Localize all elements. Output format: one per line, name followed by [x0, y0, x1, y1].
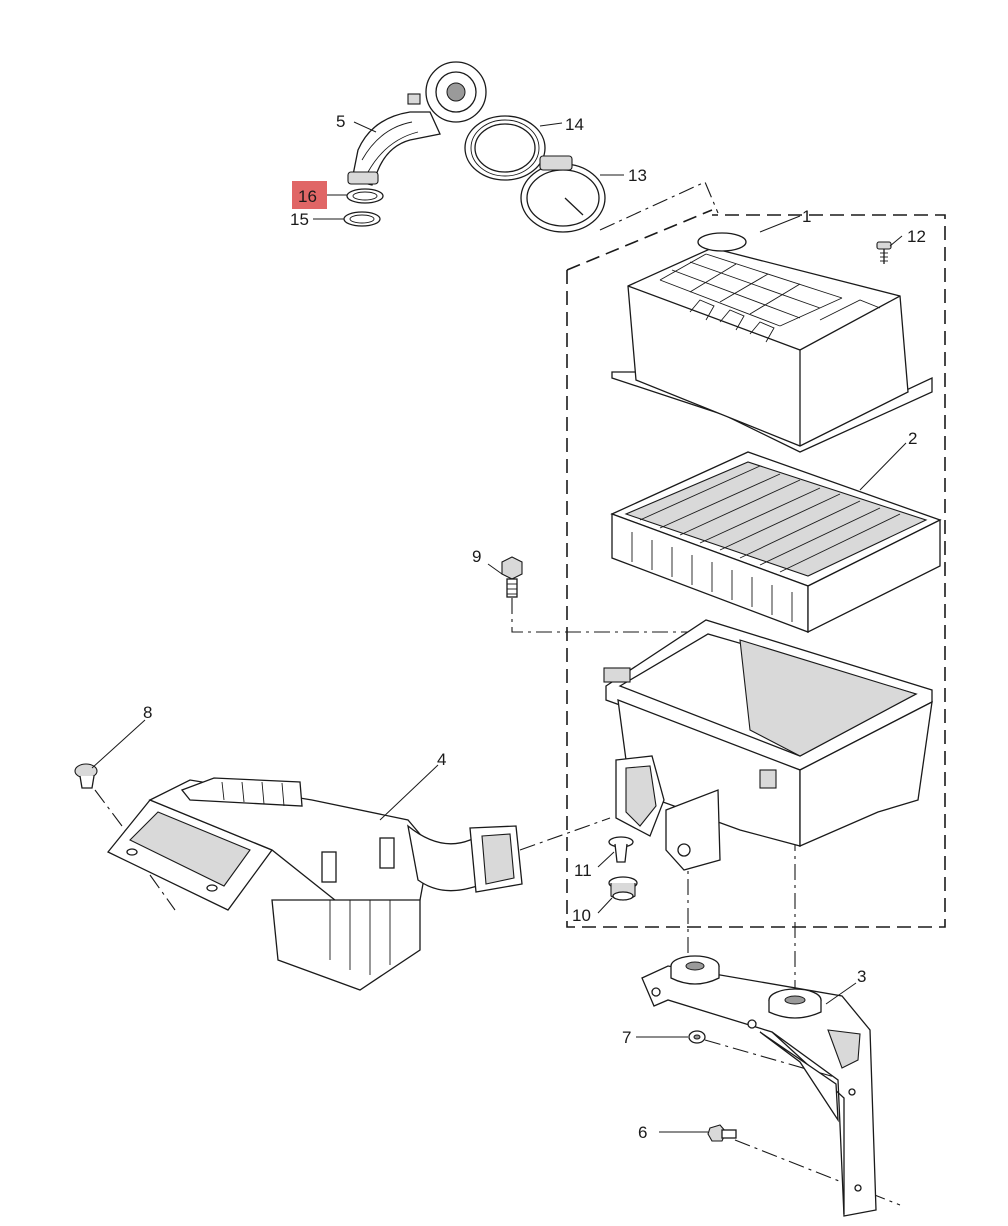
bolt-9: [501, 556, 523, 598]
push-clip-8: [74, 763, 98, 789]
washer-7: [688, 1030, 706, 1044]
filter-housing-cover: [611, 232, 933, 453]
filter-housing-tray: [603, 619, 933, 871]
grommet-10: [608, 876, 638, 901]
duct-ribs: [221, 781, 285, 807]
pin-11: [608, 836, 634, 863]
callout-7: 7: [622, 1028, 631, 1047]
callout-11: 11: [574, 861, 592, 880]
small-ring-16: [346, 188, 384, 204]
screw-12: [876, 241, 892, 264]
callout-13: 13: [628, 166, 647, 185]
callout-1: 1: [802, 207, 811, 226]
filter-pleats: [631, 465, 901, 622]
small-ring-15: [343, 211, 381, 227]
callout-16: 16: [298, 187, 317, 206]
mounting-bracket: [641, 955, 877, 1217]
assembly-group-outline: [566, 209, 946, 928]
filter-element: [610, 451, 942, 634]
hose-clamp: [520, 155, 606, 233]
cover-rib-grid: [659, 253, 881, 343]
callout-6: 6: [638, 1123, 647, 1142]
callout-10: 10: [572, 906, 591, 925]
callout-15: 15: [290, 210, 309, 229]
bolt-6: [707, 1124, 737, 1142]
callout-16-highlight: [292, 181, 327, 209]
callout-8: 8: [143, 703, 152, 722]
callout-14: 14: [565, 115, 584, 134]
callout-9: 9: [472, 547, 481, 566]
intake-hose: [347, 61, 487, 186]
callout-labels: 1 2 3 4 5 6 7 8 9 10 11 12 13 14 15 16: [143, 112, 926, 1142]
callout-2: 2: [908, 429, 917, 448]
leader-lines: [91, 121, 907, 1133]
callout-3: 3: [857, 967, 866, 986]
ring-seal: [464, 115, 546, 181]
callout-12: 12: [907, 227, 926, 246]
callout-4: 4: [437, 750, 446, 769]
intake-duct: [106, 777, 523, 991]
callout-5: 5: [336, 112, 345, 131]
